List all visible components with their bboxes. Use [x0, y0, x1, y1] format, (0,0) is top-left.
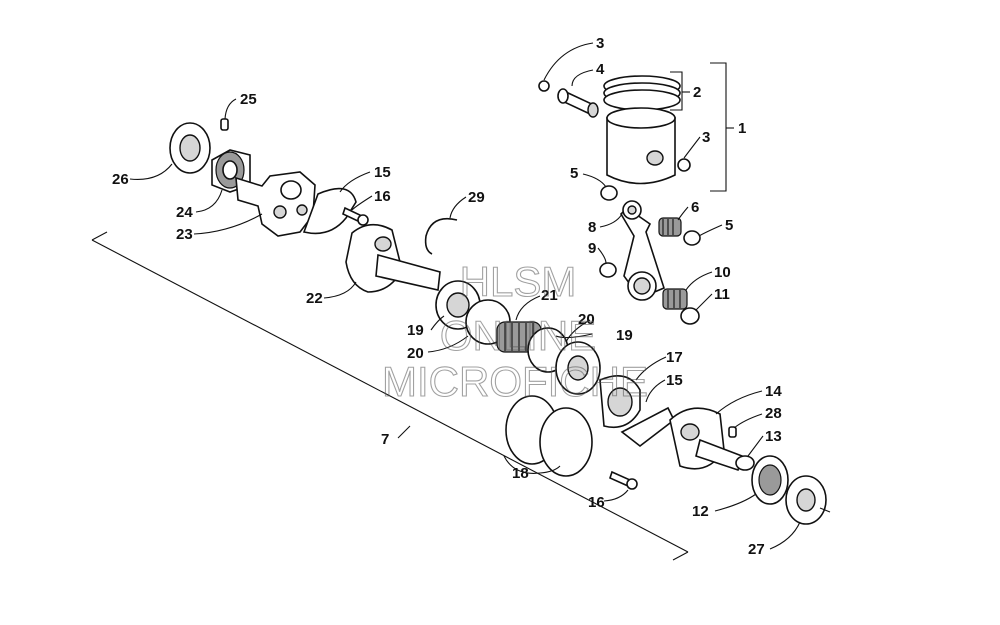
callout-23: 23	[176, 226, 193, 243]
callout-16-bottom: 16	[588, 494, 605, 511]
callout-20-left: 20	[407, 345, 424, 362]
callout-14: 14	[765, 383, 782, 400]
thrust-washer-upper-right-drawing	[683, 230, 701, 246]
parts-artwork	[169, 75, 831, 525]
callout-26: 26	[112, 171, 129, 188]
circlip-29-drawing	[424, 217, 458, 255]
bearing-right-drawing	[751, 455, 789, 505]
axis-line-right	[819, 507, 831, 513]
callout-19-left: 19	[407, 322, 424, 339]
seal-left-drawing	[169, 122, 211, 174]
watermark-line-1: HLSM	[460, 258, 577, 305]
callout-20-right: 20	[578, 311, 595, 328]
callout-3-right: 3	[702, 129, 710, 146]
connecting-rod-drawing	[619, 200, 665, 301]
callout-19-right: 19	[616, 327, 633, 344]
crankshaft-assembly-line-top	[91, 239, 689, 553]
crankshaft-assembly-line-tick-left	[91, 231, 108, 241]
callout-28: 28	[765, 405, 782, 422]
wrist-pin-drawing	[557, 88, 599, 118]
callout-7: 7	[381, 431, 389, 448]
callout-1: 1	[738, 120, 746, 137]
grouping-lines	[91, 62, 727, 561]
callout-18: 18	[512, 465, 529, 482]
callout-6: 6	[691, 199, 699, 216]
bracket-ring-set	[670, 71, 683, 111]
watermark: HLSM ONLINE MICROFICHE	[381, 257, 648, 405]
crank-half-left-drawing	[235, 171, 316, 237]
screw-upper-drawing	[342, 206, 369, 226]
needle-bearing-lower-drawing	[662, 288, 688, 310]
callout-13: 13	[765, 428, 782, 445]
leader-lines	[129, 42, 801, 550]
callout-22: 22	[306, 290, 323, 307]
watermark-line-3: MICROFICHE	[382, 358, 648, 405]
seal-right-drawing	[785, 475, 827, 525]
callout-17: 17	[666, 349, 683, 366]
callout-15-top: 15	[374, 164, 391, 181]
callout-10: 10	[714, 264, 731, 281]
circlip-left-drawing	[538, 80, 550, 92]
callout-9: 9	[588, 240, 596, 257]
thrust-washer-lower-left-drawing	[599, 262, 617, 278]
key-left-drawing	[220, 118, 229, 131]
crank-half-center-drawing	[345, 223, 441, 293]
piston-rings-drawing	[603, 75, 681, 111]
callout-2: 2	[693, 84, 701, 101]
bracket-piston-assembly	[710, 62, 727, 192]
callout-4: 4	[596, 61, 605, 78]
callout-5-right: 5	[725, 217, 733, 234]
crank-half-right-drawing	[669, 407, 743, 472]
crank-plate-right-drawing	[599, 374, 641, 429]
callout-21: 21	[541, 287, 558, 304]
screw-lower-drawing	[609, 470, 638, 490]
key-right-drawing	[728, 426, 737, 438]
counterweight-left-drawing	[302, 187, 357, 235]
thrust-washer-upper-left-drawing	[600, 185, 618, 201]
callout-5-left: 5	[570, 165, 578, 182]
seal-center-right-drawing	[555, 341, 601, 395]
callout-29: 29	[468, 189, 485, 206]
callout-27: 27	[748, 541, 765, 558]
callout-11: 11	[714, 286, 730, 303]
circlip-right-drawing	[677, 158, 691, 172]
piston-drawing	[606, 107, 676, 185]
watermark-line-2: ONLINE	[440, 312, 596, 359]
spacer-right-drawing	[735, 455, 755, 471]
callout-12: 12	[692, 503, 709, 520]
callout-8: 8	[588, 219, 596, 236]
callout-labels: 1 2 3 3 4 5 5 6 7 8 9 10 11 12 13 14 15 …	[112, 35, 782, 558]
callout-15-bottom: 15	[666, 372, 683, 389]
thrust-washer-lower-right-drawing	[680, 307, 700, 325]
callout-3-top: 3	[596, 35, 604, 52]
needle-bearing-upper-drawing	[658, 217, 682, 237]
seal-ring-right-drawing	[539, 407, 593, 477]
callout-24: 24	[176, 204, 193, 221]
callout-25: 25	[240, 91, 257, 108]
callout-16-top: 16	[374, 188, 391, 205]
bearing-left-drawing	[211, 149, 251, 193]
crankshaft-assembly-line-tick-right	[672, 551, 689, 561]
